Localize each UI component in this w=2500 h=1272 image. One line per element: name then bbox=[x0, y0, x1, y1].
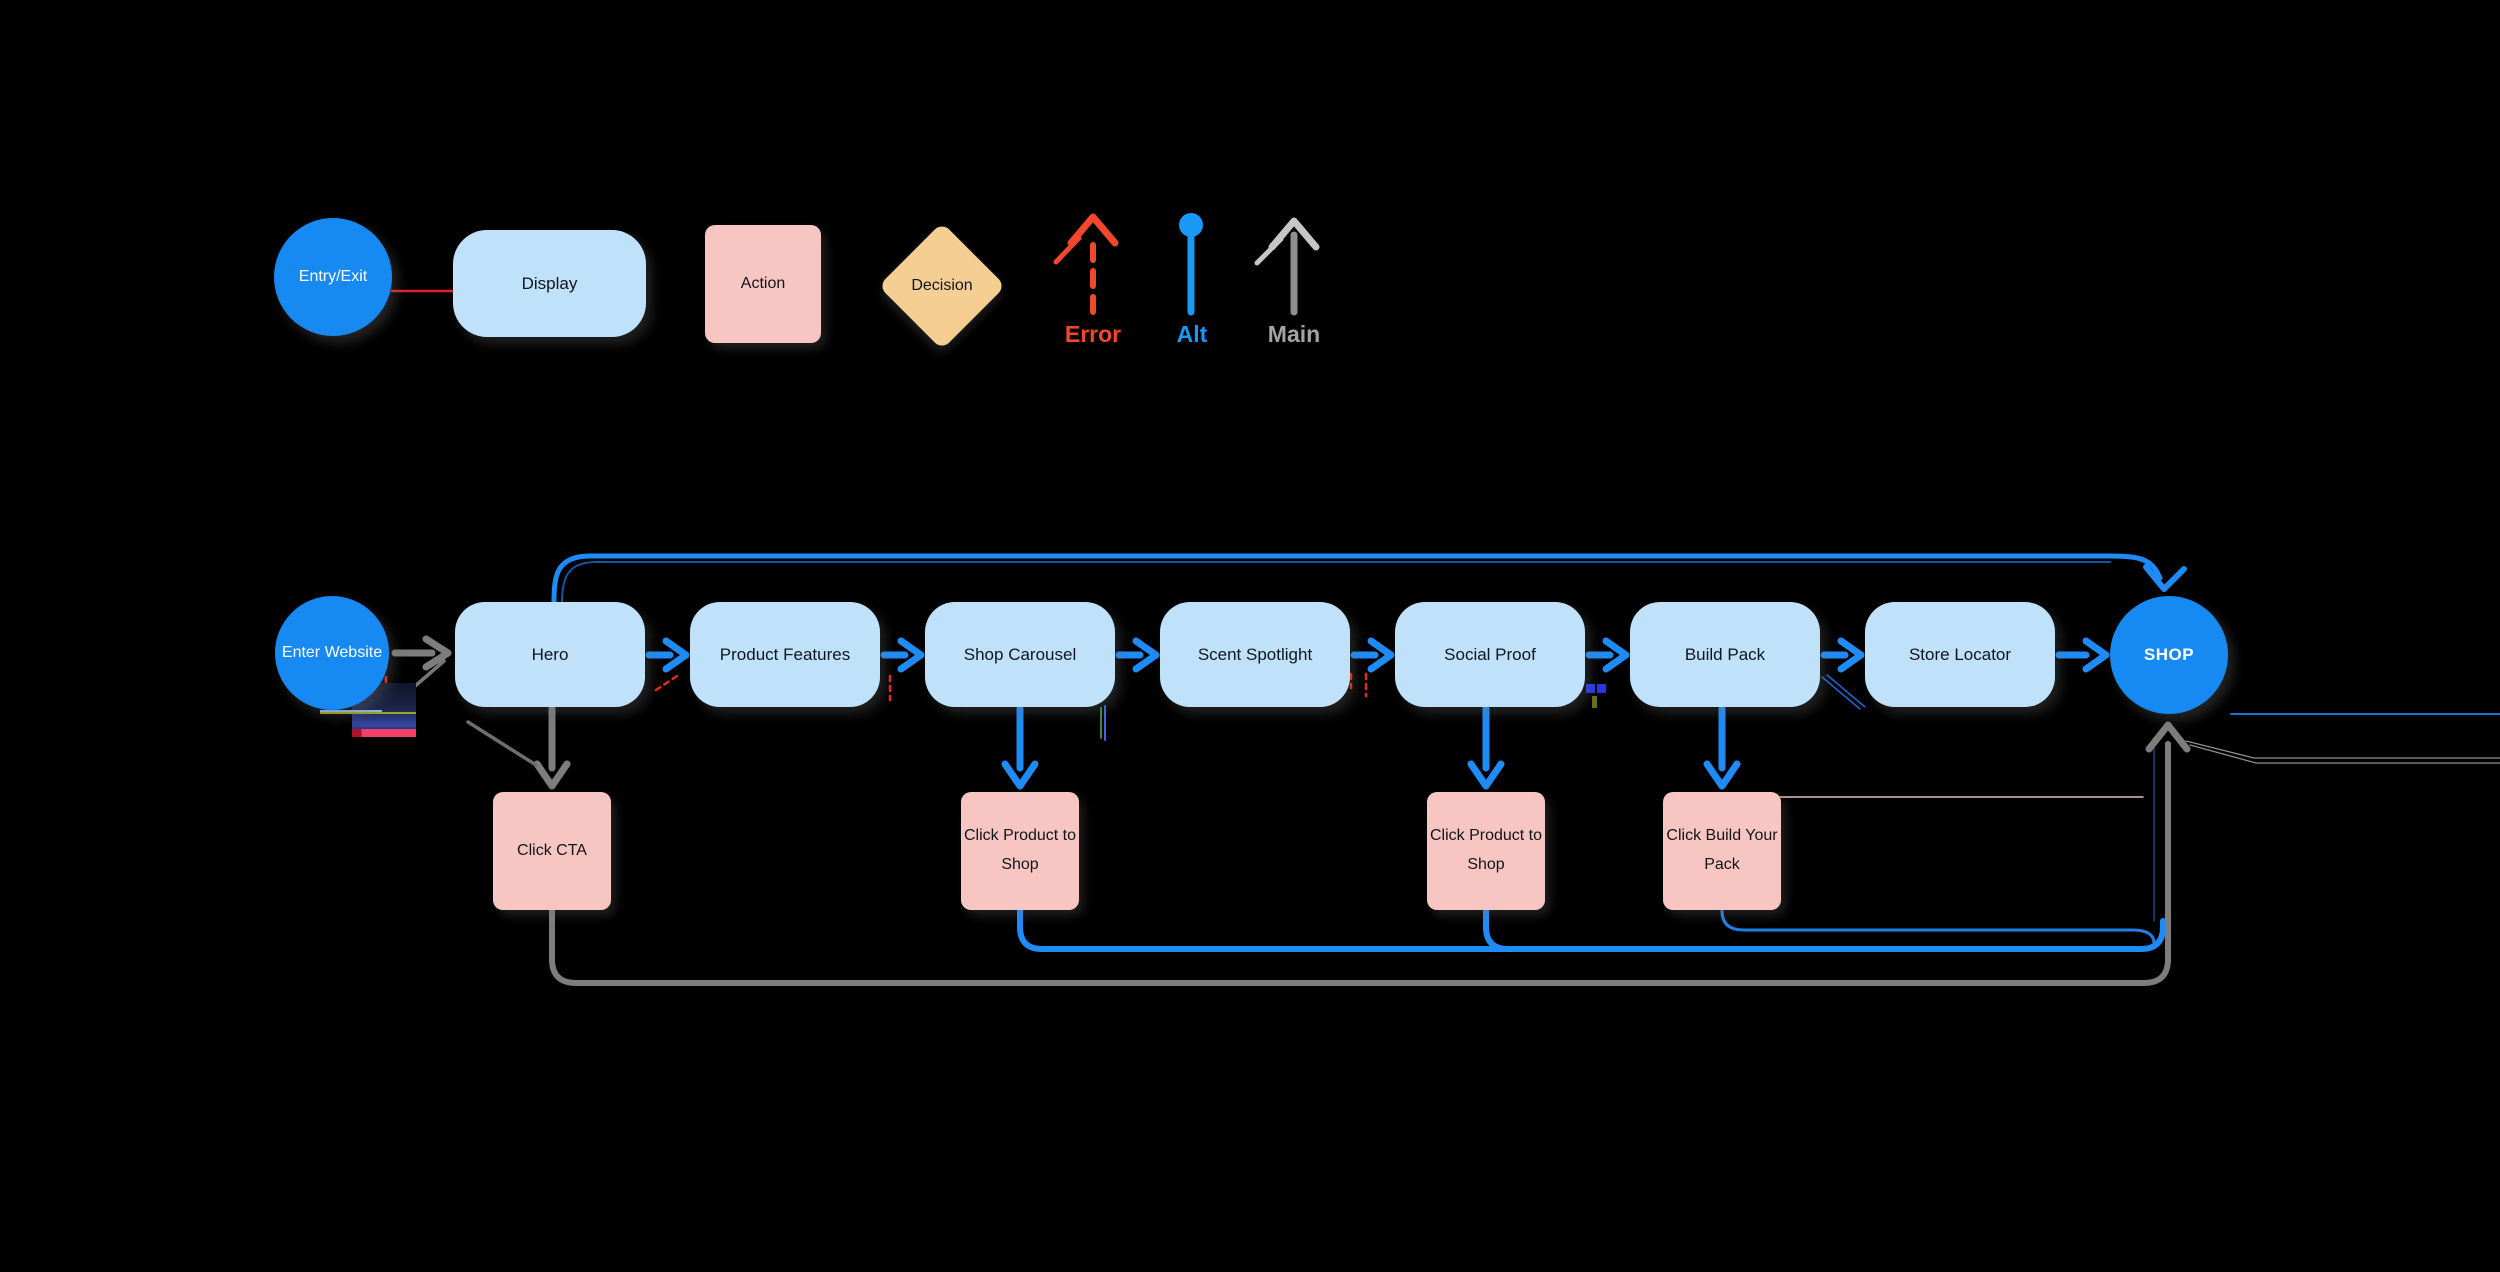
edge-alt-step-arrows bbox=[645, 637, 2110, 673]
node-scent-spotlight-label: Scent Spotlight bbox=[1197, 644, 1313, 664]
glitch-pink-bar bbox=[352, 729, 416, 737]
node-enter-website[interactable]: Enter Website bbox=[275, 596, 389, 710]
node-shop-carousel-label: Shop Carousel bbox=[963, 644, 1077, 664]
node-click-product-to-shop-1[interactable]: Click Product to Shop bbox=[961, 792, 1079, 910]
edge-alt-buildpack-return bbox=[1720, 909, 2156, 945]
node-build-pack[interactable]: Build Pack bbox=[1630, 602, 1820, 707]
node-shop-carousel[interactable]: Shop Carousel bbox=[925, 602, 1115, 707]
node-hero[interactable]: Hero bbox=[455, 602, 645, 707]
node-hero-label: Hero bbox=[531, 644, 569, 664]
legend-action-shape: Action bbox=[705, 225, 821, 343]
node-social-proof[interactable]: Social Proof bbox=[1395, 602, 1585, 707]
node-click-product-to-shop-2[interactable]: Click Product to Shop bbox=[1427, 792, 1545, 910]
glitch-artifacts bbox=[1100, 674, 1866, 741]
node-product-features-label: Product Features bbox=[719, 644, 851, 664]
node-click-build-your-pack[interactable]: Click Build Your Pack bbox=[1663, 792, 1781, 910]
node-store-locator[interactable]: Store Locator bbox=[1865, 602, 2055, 707]
edge-alt-down-arrows bbox=[1001, 705, 1741, 790]
edge-alt-hero-to-shop-arrowhead bbox=[2143, 564, 2187, 592]
node-click-cta-label: Click CTA bbox=[517, 841, 587, 859]
edge-alt-clickproduct1-return bbox=[1017, 908, 2166, 952]
legend-alt-label: Alt bbox=[1176, 321, 1208, 347]
edge-main-enter-to-hero bbox=[391, 635, 452, 689]
edge-main-clickcta-to-shop bbox=[549, 721, 2191, 986]
node-click-cta[interactable]: Click CTA bbox=[493, 792, 611, 910]
legend-entry-exit-label: Entry/Exit bbox=[298, 268, 368, 285]
node-social-proof-label: Social Proof bbox=[1444, 644, 1536, 664]
node-enter-website-label: Enter Website bbox=[281, 644, 383, 661]
legend-action-label: Action bbox=[740, 274, 786, 292]
legend-error-label: Error bbox=[1064, 321, 1122, 347]
edge-alt-hero-to-shop-shadow bbox=[561, 561, 2111, 604]
edge-alt-clickproduct2-return bbox=[1483, 908, 1511, 952]
legend-decision-shape: Decision bbox=[878, 219, 1006, 353]
legend-main-arrow-icon bbox=[1254, 217, 1320, 316]
edge-alt-hero-to-shop bbox=[551, 553, 2163, 606]
node-shop-label: SHOP bbox=[2143, 645, 2195, 664]
legend-decision-label: Decision bbox=[911, 277, 973, 294]
node-product-features[interactable]: Product Features bbox=[690, 602, 880, 707]
legend-error-arrow-icon bbox=[1053, 213, 1119, 315]
legend-entry-exit-shape: Entry/Exit bbox=[274, 218, 392, 336]
node-build-pack-label: Build Pack bbox=[1684, 644, 1766, 664]
legend-main-label: Main bbox=[1267, 321, 1321, 347]
node-click-product-2-label: Click Product to Shop bbox=[1429, 827, 1543, 873]
legend-alt-arrow-icon bbox=[1179, 213, 1203, 316]
node-click-build-pack-label: Click Build Your Pack bbox=[1666, 827, 1778, 873]
glitch-blue-line bbox=[320, 710, 382, 712]
node-click-product-1-label: Click Product to Shop bbox=[963, 827, 1077, 873]
node-shop[interactable]: SHOP bbox=[2110, 596, 2228, 714]
glitch-olive-line bbox=[320, 712, 416, 714]
legend-display-shape: Display bbox=[453, 230, 646, 337]
node-scent-spotlight[interactable]: Scent Spotlight bbox=[1160, 602, 1350, 707]
edge-main-hero-to-clickcta bbox=[466, 705, 571, 790]
edge-main-offscreen-right bbox=[2185, 740, 2500, 764]
legend-display-label: Display bbox=[521, 273, 578, 293]
node-store-locator-label: Store Locator bbox=[1908, 644, 2012, 664]
